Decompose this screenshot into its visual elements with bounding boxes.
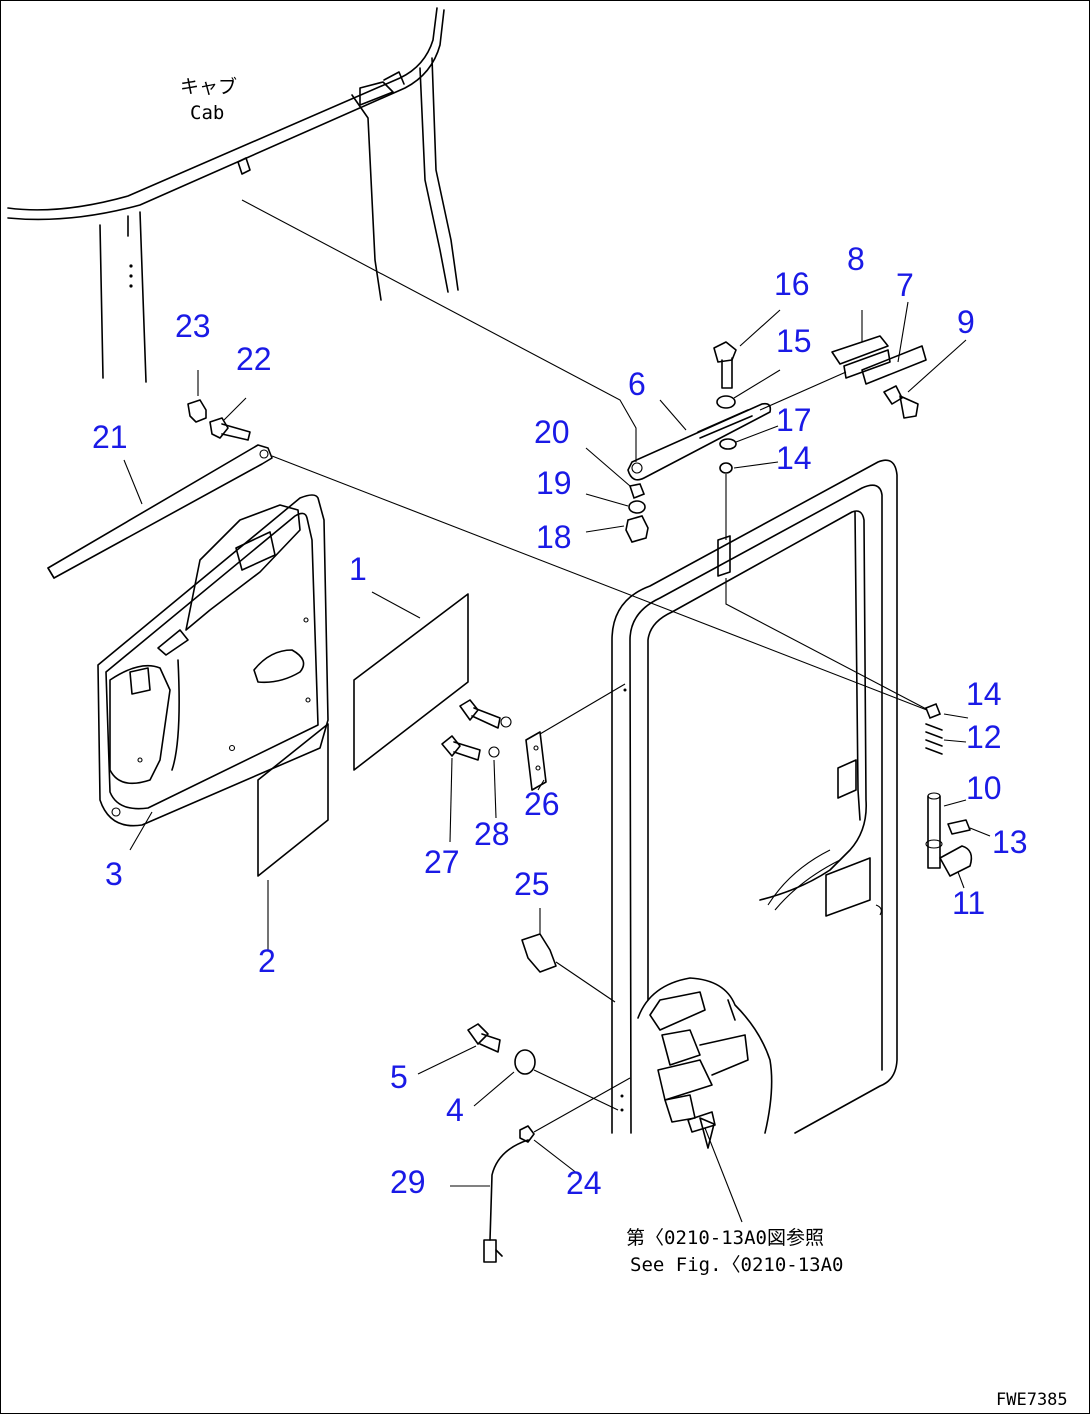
callout-1: 1 — [349, 551, 367, 587]
part-25-pin — [521, 933, 616, 1003]
cab-outline — [7, 7, 459, 383]
callout-23: 23 — [175, 308, 211, 344]
part-10-pin — [925, 792, 943, 869]
callout-12: 12 — [966, 719, 1002, 755]
leader-axis-14 — [725, 474, 933, 713]
drawing-code: FWE7385 — [996, 1390, 1068, 1410]
callout-14-lower: 14 — [966, 676, 1002, 712]
part-14-washer-upper — [719, 462, 733, 474]
part-18-nut — [625, 515, 649, 543]
callout-4: 4 — [446, 1092, 464, 1128]
callout-29: 29 — [390, 1164, 426, 1200]
callout-18: 18 — [536, 519, 572, 555]
part-bolt-upper — [459, 699, 512, 729]
callout-10: 10 — [966, 770, 1002, 806]
callout-6: 6 — [628, 366, 646, 402]
part-27-bolt — [441, 735, 481, 761]
callout-21: 21 — [92, 419, 128, 455]
part-7-plate — [861, 345, 927, 385]
part-11-knob — [939, 845, 973, 877]
part-26-hinge — [525, 731, 547, 791]
callout-25: 25 — [514, 866, 550, 902]
part-8-bracket — [759, 335, 891, 411]
part-22-bolt — [209, 417, 251, 441]
leader-cab-to-arm — [241, 199, 637, 462]
part-5-bolt — [467, 1023, 501, 1053]
reference-label-en: See Fig.〈0210-13A0 — [630, 1254, 843, 1276]
callout-17: 17 — [776, 402, 812, 438]
part-21-stay-rod — [47, 444, 273, 579]
cab-label-en: Cab — [190, 102, 224, 124]
part-15-washer — [716, 395, 736, 409]
part-2-sheet — [257, 723, 329, 877]
part-1-sheet — [353, 593, 469, 771]
leader-hinge-to-frame — [539, 683, 626, 735]
callout-26: 26 — [524, 786, 560, 822]
part-29-wire — [483, 1139, 529, 1263]
leader-rod-to-door — [271, 455, 933, 713]
part-28-washer — [488, 746, 500, 758]
part-14-washer-lower — [924, 702, 942, 720]
callout-3: 3 — [105, 856, 123, 892]
callout-20: 20 — [534, 414, 570, 450]
callout-leaders — [123, 301, 991, 1187]
part-17-washer — [719, 438, 737, 450]
callout-24: 24 — [566, 1165, 602, 1201]
part-19-washer — [628, 500, 646, 514]
callout-13: 13 — [992, 824, 1028, 860]
callout-11: 11 — [952, 885, 985, 921]
callout-5: 5 — [390, 1059, 408, 1095]
leader-to-reference — [704, 1127, 743, 1223]
part-13-clip — [947, 819, 971, 835]
cab-label-jp: キャブ — [180, 75, 237, 98]
part-6-arm — [627, 402, 772, 481]
callout-27: 27 — [424, 844, 460, 880]
callout-2: 2 — [258, 943, 276, 979]
callout-8: 8 — [847, 241, 865, 277]
part-20-washer — [628, 483, 646, 500]
reference-arrow — [699, 1117, 715, 1149]
part-3-trim-panel — [97, 494, 329, 827]
callout-14-upper: 14 — [776, 440, 812, 476]
callout-19: 19 — [536, 465, 572, 501]
callout-7: 7 — [896, 267, 914, 303]
part-9-bolt — [883, 385, 919, 419]
part-16-bolt — [713, 341, 737, 389]
callout-16: 16 — [774, 266, 810, 302]
callout-22: 22 — [236, 341, 272, 377]
door-frame — [611, 459, 898, 1134]
callout-28: 28 — [474, 816, 510, 852]
part-24-nut — [519, 1077, 631, 1143]
callout-9: 9 — [957, 304, 975, 340]
part-12-spring — [925, 723, 943, 755]
part-23-nut — [187, 399, 207, 423]
part-4-washer — [514, 1049, 619, 1111]
reference-label-jp: 第〈0210-13A0図参照 — [626, 1227, 824, 1249]
callout-15: 15 — [776, 323, 812, 359]
